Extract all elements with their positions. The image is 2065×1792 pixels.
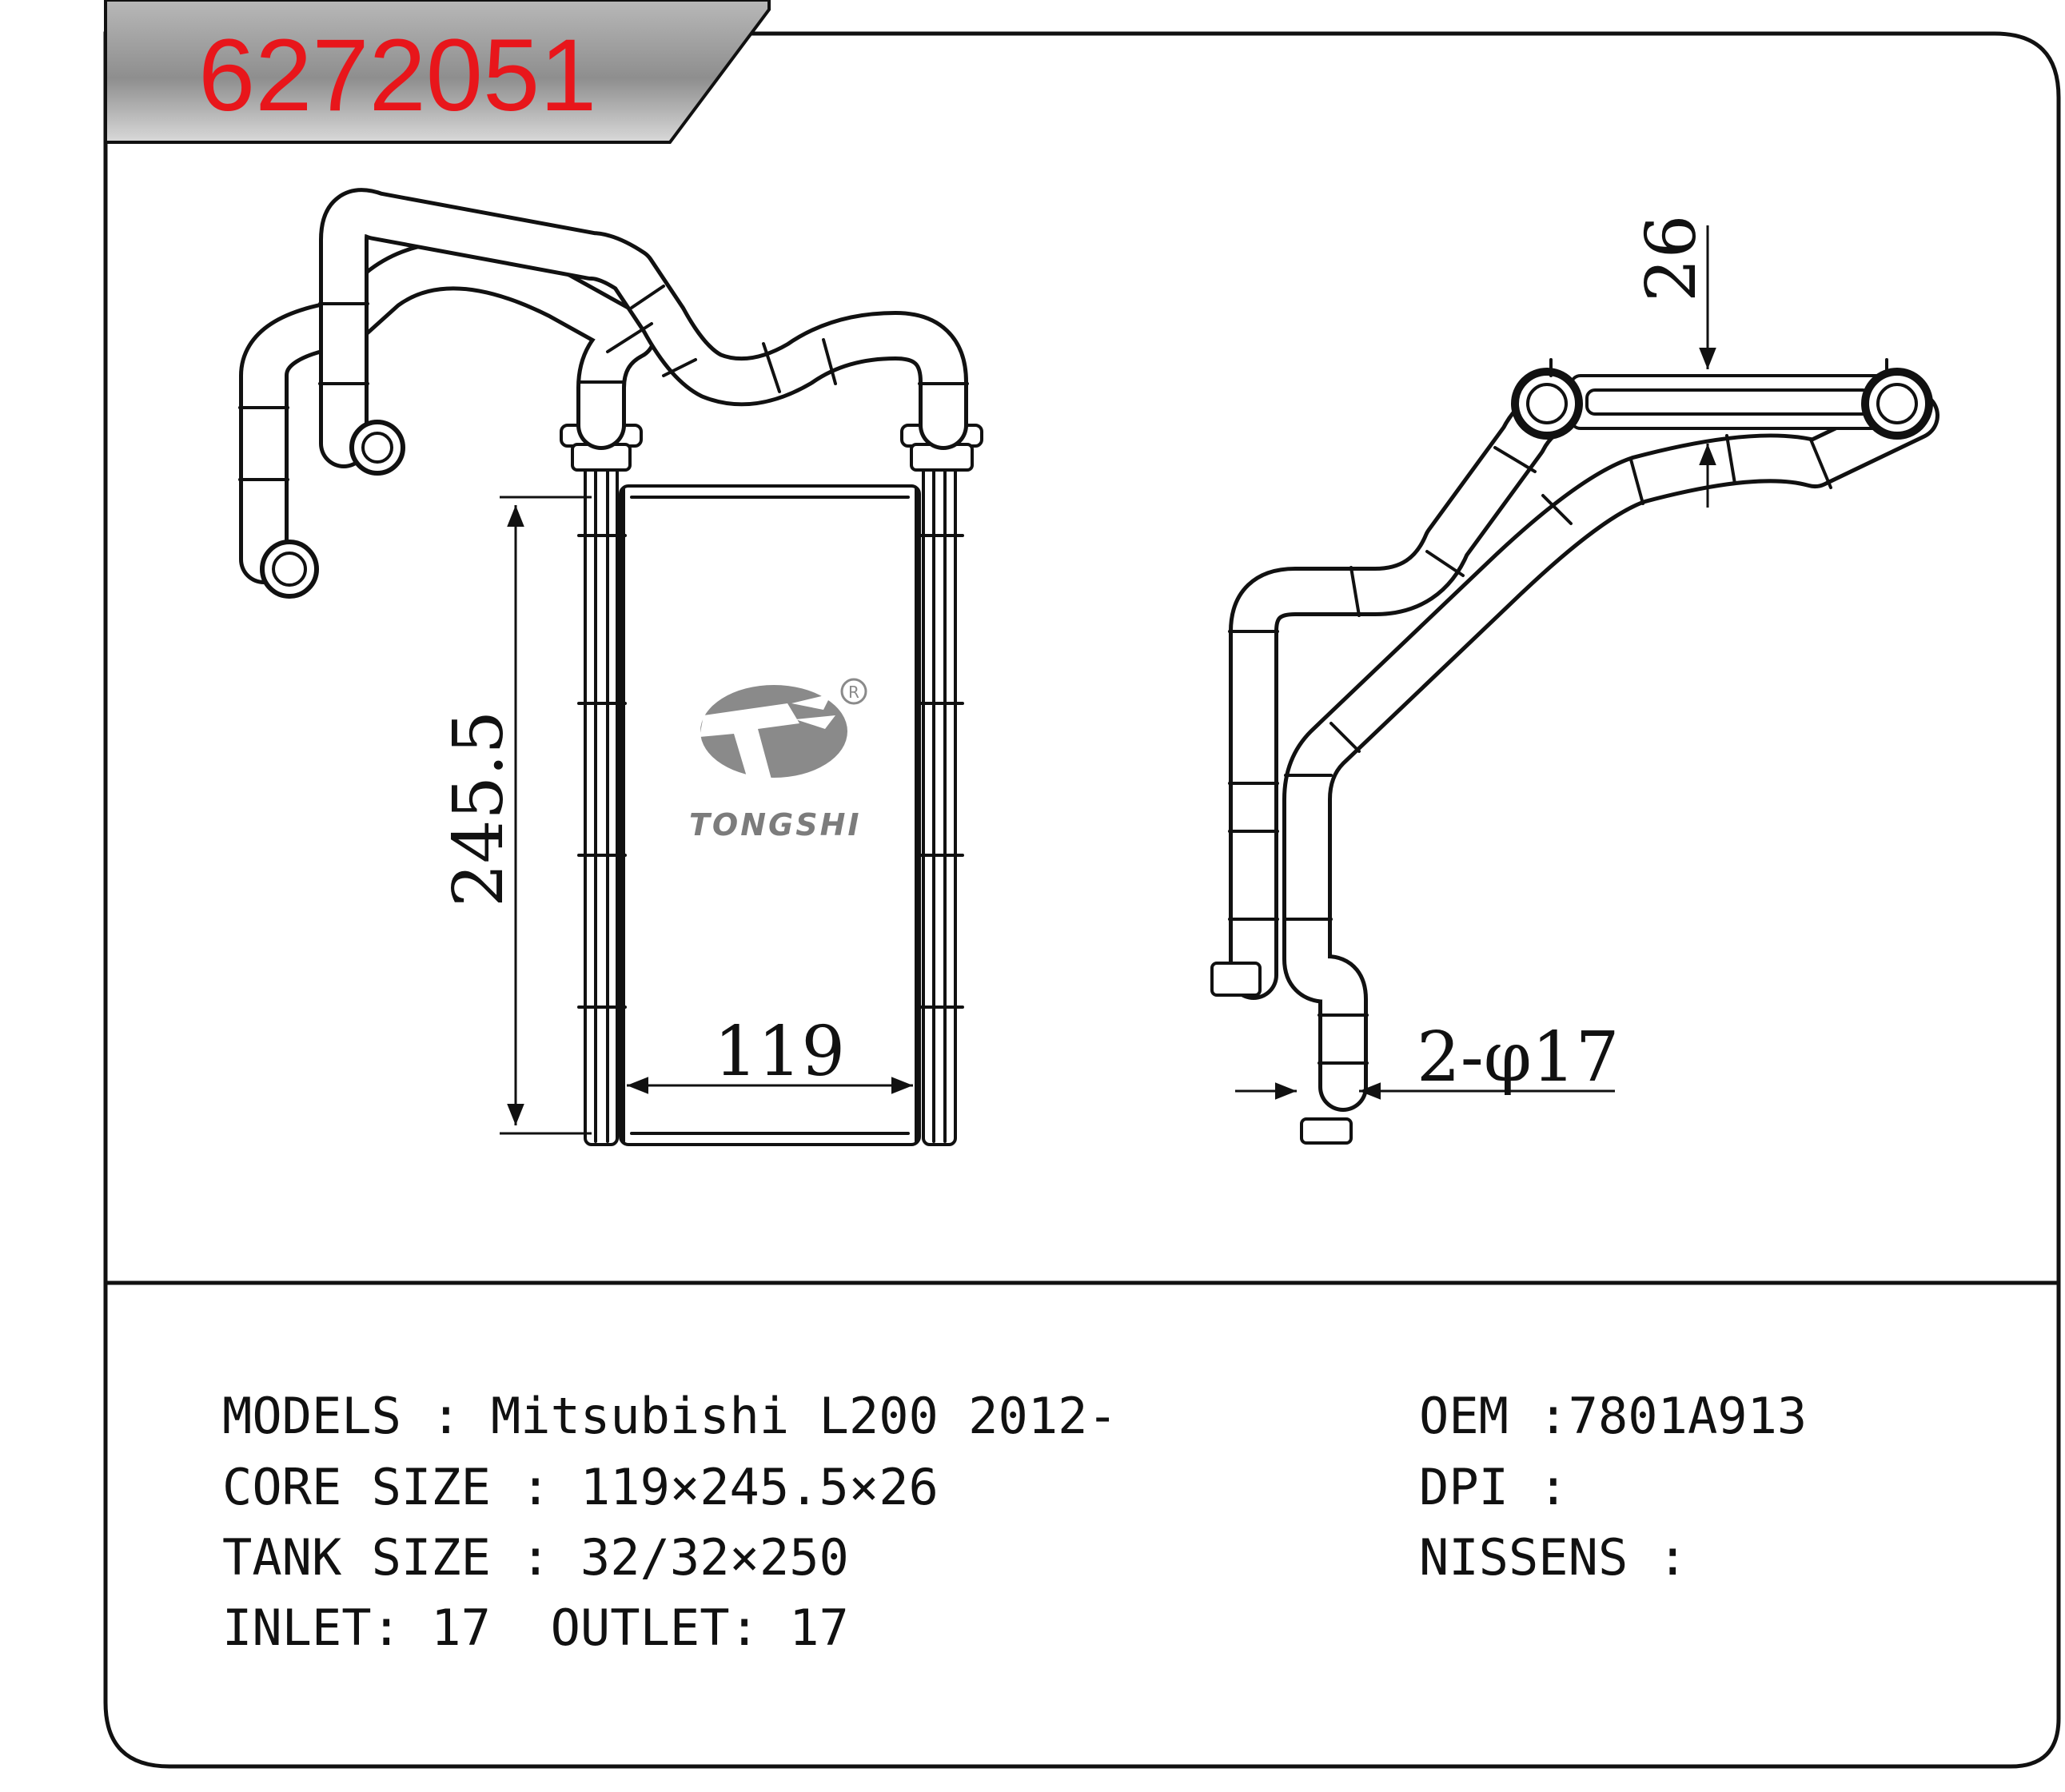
side-pipe-end-1 xyxy=(1210,962,1262,997)
side-end-right xyxy=(1861,368,1933,440)
dimension-width-label: 119 xyxy=(714,1012,845,1092)
spec-oem: OEM :7801A913 xyxy=(1419,1387,1808,1445)
brand-name: TONGSHI xyxy=(689,807,862,842)
spec-tank-size: TANK SIZE : 32/32×250 xyxy=(222,1528,849,1587)
front-pipes xyxy=(238,188,969,584)
dimension-thickness-label: 26 xyxy=(1632,215,1712,302)
tank-ticks xyxy=(577,534,964,1009)
part-number: 6272051 xyxy=(198,18,596,133)
side-pipes xyxy=(1228,379,1939,1112)
left-tank xyxy=(584,456,619,1146)
brand-logo: R TONGSHI xyxy=(689,678,867,842)
spec-inlet-outlet: INLET: 17 OUTLET: 17 xyxy=(222,1599,849,1657)
front-pipe-end-1 xyxy=(260,540,319,599)
title-banner: 6272051 xyxy=(104,0,771,144)
front-view xyxy=(238,188,983,1146)
dimension-height-label: 245.5 xyxy=(439,711,519,907)
sheet-border xyxy=(103,31,2061,1769)
spec-core-size: CORE SIZE : 119×245.5×26 xyxy=(222,1458,939,1516)
side-pipe-end-2 xyxy=(1300,1117,1353,1145)
spec-nissens: NISSENS : xyxy=(1419,1528,1688,1587)
dimension-height xyxy=(500,496,592,1135)
side-view xyxy=(1210,358,1939,1145)
front-pipe-end-2 xyxy=(349,420,405,476)
dimension-pipe-label: 2-φ17 xyxy=(1417,1017,1619,1097)
side-end-left xyxy=(1511,368,1583,440)
right-tank xyxy=(922,456,957,1146)
side-tank xyxy=(1569,374,1888,430)
core xyxy=(619,484,921,1146)
spec-dpi: DPI : xyxy=(1419,1458,1569,1516)
spec-models: MODELS : Mitsubishi L200 2012- xyxy=(222,1387,1118,1445)
registered-mark: R xyxy=(848,683,859,702)
